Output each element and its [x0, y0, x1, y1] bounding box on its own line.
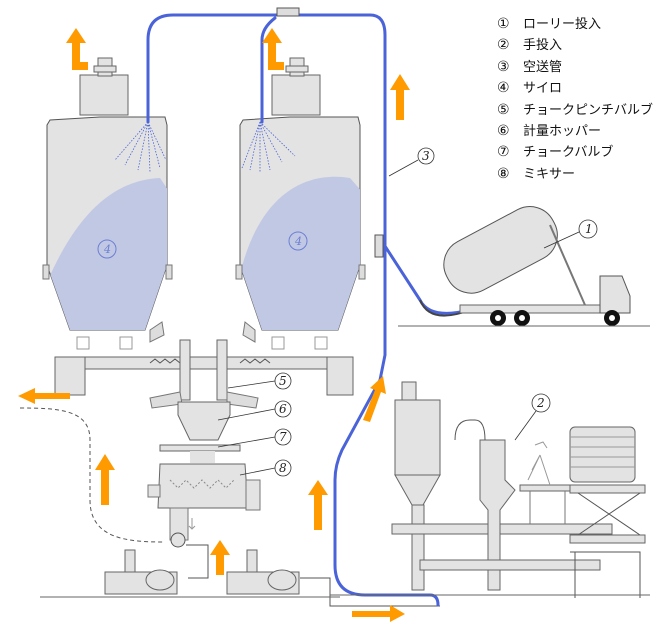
pinch-valve-left [179, 339, 191, 401]
legend: ① ローリー投入 ② 手投入 ③ 空送管 ④ サイロ ⑤ チョークピンチバルブ ⑥ 計量ホッ… [497, 14, 653, 185]
pinch-valve-right [216, 339, 228, 401]
legend-item: ① ローリー投入 [497, 14, 653, 35]
legend-label: 空送管 [523, 59, 563, 75]
callout-5: 5 [279, 374, 287, 388]
callout-8: 8 [279, 461, 287, 475]
callout-labels [217, 147, 598, 477]
callout-2: 2 [536, 396, 545, 410]
return-line [19, 407, 166, 543]
arrow-up-blower-left [210, 540, 230, 575]
callout-silo-right: 4 [294, 235, 302, 248]
callout-6: 6 [279, 402, 287, 416]
weighing-line [147, 339, 261, 548]
legend-number: ⑤ [497, 101, 510, 118]
legend-label: 計量ホッパー [523, 124, 602, 140]
legend-label: サイロ [523, 81, 563, 97]
tank-truck [398, 206, 650, 327]
silo-left-material [47, 178, 167, 330]
weighing-hopper [177, 401, 231, 441]
bag-stack [569, 426, 636, 483]
mixer [157, 463, 249, 509]
legend-number: ⑧ [497, 165, 510, 182]
arrow-up-pipe-diagonal [363, 376, 386, 422]
legend-number: ④ [497, 80, 510, 97]
legend-label: ミキサー [523, 166, 576, 182]
silo-left-spray [114, 121, 167, 173]
legend-item: ⑦ チョークバルブ [497, 142, 653, 163]
manual-feed-station [330, 381, 650, 598]
legend-label: ローリー投入 [523, 17, 602, 32]
operator-figure [527, 441, 551, 486]
legend-number: ② [497, 37, 510, 54]
legend-item: ③ 空送管 [497, 57, 653, 78]
legend-item: ⑥ 計量ホッパー [497, 121, 653, 142]
scissor-lift [577, 492, 641, 536]
legend-label: 手投入 [523, 38, 563, 54]
arrow-up-pipe-top [390, 74, 410, 120]
legend-item: ④ サイロ [497, 78, 653, 99]
callout-1: 1 [585, 222, 593, 236]
arrow-right-bottom [352, 605, 405, 622]
tank [443, 206, 558, 294]
diverter-valve [276, 7, 300, 17]
pipe-valve [374, 234, 384, 258]
silo-left: 4 [42, 57, 173, 350]
arrow-left-exhaust [18, 388, 70, 404]
silo-right-material [240, 176, 360, 330]
arrow-up-pipe-left [308, 480, 328, 530]
callout-silo-left: 4 [103, 243, 111, 256]
legend-item: ⑧ ミキサー [497, 164, 653, 185]
callout-7: 7 [279, 430, 287, 444]
arrow-up-vent-left [66, 28, 88, 70]
legend-item: ⑤ チョークピンチバルブ [497, 100, 653, 121]
truck-cab [599, 275, 631, 314]
legend-number: ⑦ [497, 144, 510, 161]
choke-valve [159, 444, 241, 452]
silo-left-motor [79, 74, 129, 116]
silo-right: 4 [235, 57, 366, 350]
legend-number: ③ [497, 58, 510, 75]
silo-right-motor [271, 74, 321, 116]
legend-number: ① [497, 16, 510, 32]
blower-left [104, 544, 209, 595]
arrow-up-return [95, 454, 115, 505]
blower-right [226, 549, 440, 607]
silo-right-spray [241, 121, 296, 172]
legend-number: ⑥ [497, 123, 510, 140]
legend-label: チョークピンチバルブ [523, 102, 654, 118]
arrow-up-vent-right [262, 28, 284, 70]
screw-conveyor-beam [54, 356, 354, 396]
legend-item: ② 手投入 [497, 35, 653, 56]
legend-label: チョークバルブ [523, 145, 614, 161]
callout-3: 3 [422, 149, 430, 163]
flow-arrows [18, 28, 410, 622]
